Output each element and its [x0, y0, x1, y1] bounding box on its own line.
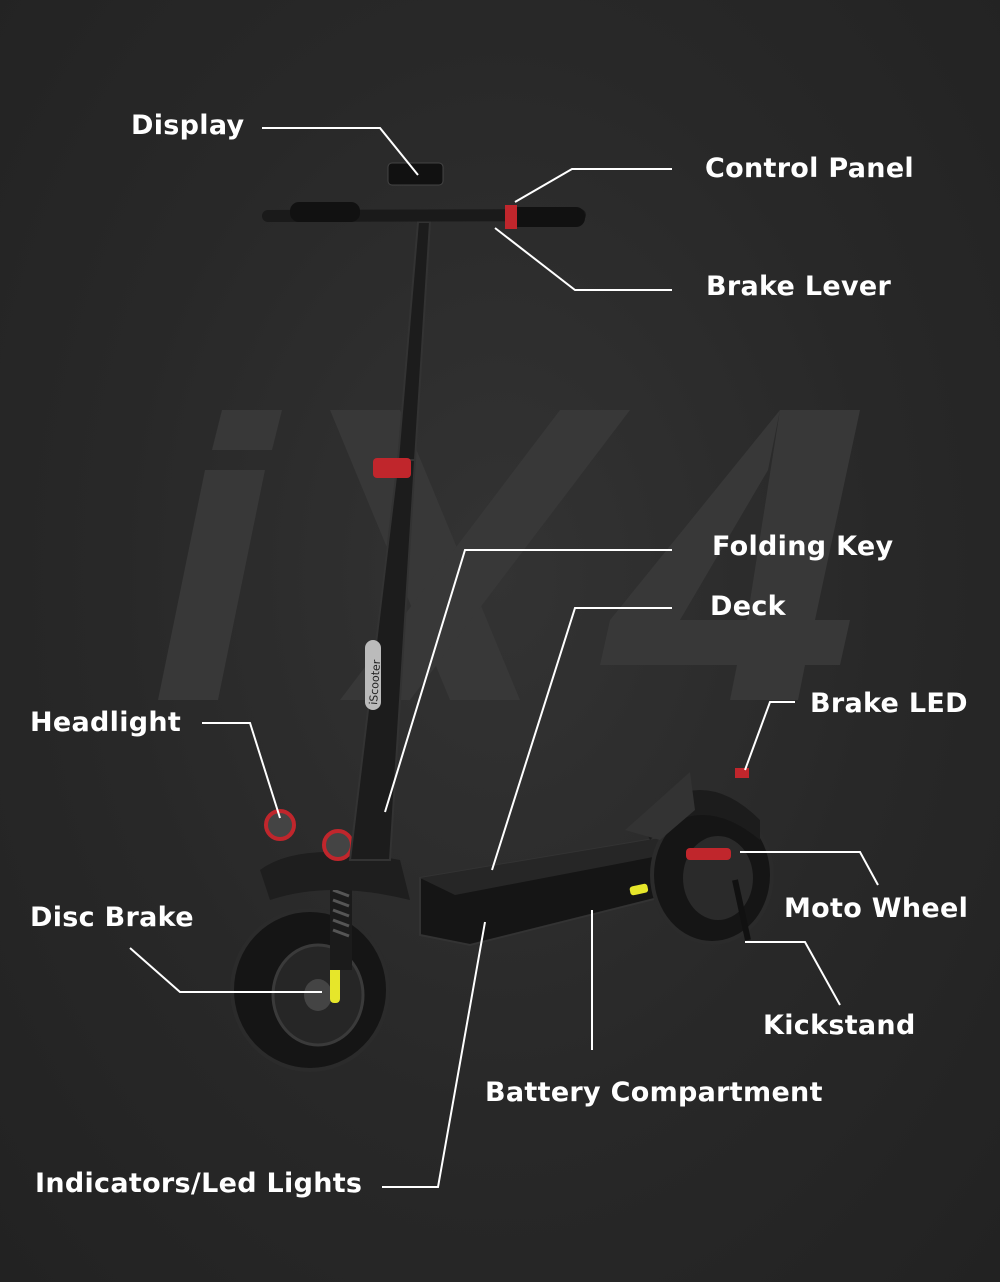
headlight-leader-line [202, 722, 281, 819]
control-panel-leader-line [514, 168, 672, 203]
label-kickstand: Kickstand [763, 1010, 916, 1041]
label-moto-wheel: Moto Wheel [784, 893, 969, 924]
watermark-letter-x-stroke-1 [330, 410, 520, 700]
label-brake-led: Brake LED [810, 688, 968, 719]
moto-wheel-leader-line [740, 851, 879, 886]
folding-key-leader-line [384, 549, 672, 813]
watermark-letter-4 [600, 410, 860, 700]
display-unit [387, 162, 444, 186]
label-deck: Deck [710, 591, 786, 622]
label-headlight: Headlight [30, 707, 182, 738]
label-brake-lever: Brake Lever [706, 271, 892, 302]
label-indicators-led-lights: Indicators/Led Lights [35, 1168, 363, 1199]
watermark-letter-i-dot [212, 410, 282, 450]
label-disc-brake: Disc Brake [30, 902, 194, 933]
brake-lever-leader-line [494, 227, 672, 291]
headlight-lamp [264, 809, 296, 841]
label-display: Display [131, 110, 245, 141]
kickstand-bar [732, 879, 751, 941]
label-battery-compartment: Battery Compartment [485, 1077, 823, 1108]
label-folding-key: Folding Key [712, 531, 894, 562]
watermark-letter-i-stem [158, 470, 265, 700]
indicators-leader-line [382, 921, 486, 1188]
brand-text: iScooter [367, 659, 383, 705]
label-control-panel: Control Panel [705, 153, 914, 184]
deck-leader-line [491, 607, 672, 871]
kickstand-leader-line [745, 941, 841, 1006]
brake-led-lamp [735, 768, 749, 778]
watermark-letter-x-stroke-2 [340, 410, 630, 700]
display-leader-line [262, 127, 419, 176]
brake-led-leader-line [744, 701, 795, 771]
disc-brake-leader-line [129, 947, 322, 993]
